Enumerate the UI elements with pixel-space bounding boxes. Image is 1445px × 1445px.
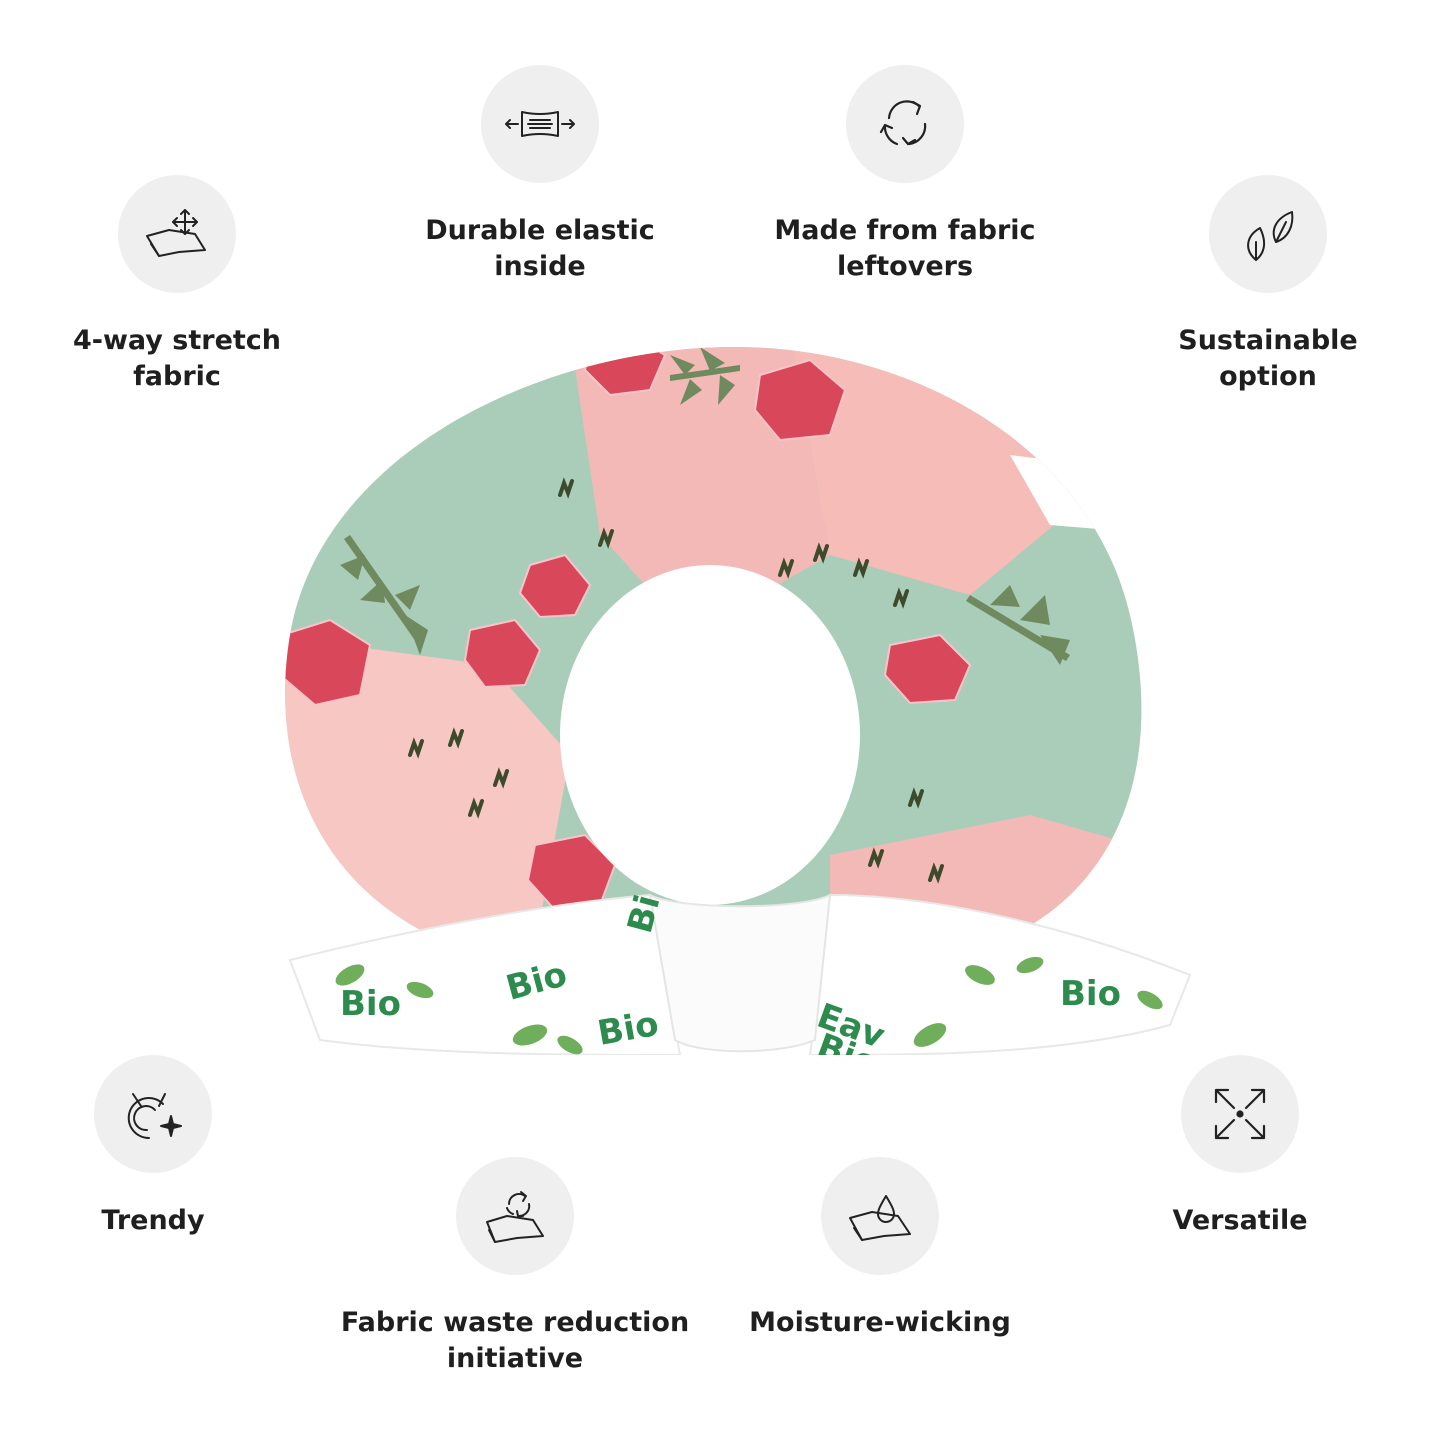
scrunchie-bow: Bio Bio Bio Eav Bio Bio Bi <box>288 891 1192 1055</box>
dash-motif <box>408 477 944 884</box>
scrunchie-center-hole <box>560 565 860 905</box>
feature-badge <box>1209 175 1327 293</box>
feature-label-line1: Fabric waste reduction <box>340 1307 690 1338</box>
feature-badge <box>118 175 236 293</box>
feature-durable-elastic: Durable elastic inside <box>360 65 720 285</box>
stretch-fabric-icon <box>146 209 206 257</box>
feature-fabric-waste-reduction: Fabric waste reduction initiative <box>335 1157 695 1377</box>
feature-label: Durable elastic inside <box>360 213 720 285</box>
feature-4-way-stretch: 4-way stretch fabric <box>0 175 357 395</box>
recycle-icon <box>879 100 927 146</box>
leaf-sprig-motif <box>340 347 1070 665</box>
feature-sustainable: Sustainable option <box>1088 175 1445 395</box>
feature-label-line1: Versatile <box>1172 1205 1308 1236</box>
leaves-icon <box>1247 211 1294 261</box>
elastic-icon <box>505 111 575 137</box>
feature-label-line2: leftovers <box>836 251 974 282</box>
feature-label-line2: fabric <box>133 361 221 392</box>
feature-versatile: Versatile <box>1060 1055 1420 1239</box>
scrunchie-product-image: Bio Bio Bio Eav Bio Bio Bi <box>285 347 1192 1055</box>
feature-label-line1: Durable elastic <box>425 215 655 246</box>
feature-label-line2: initiative <box>446 1343 584 1374</box>
feature-label: Moisture-wicking <box>700 1305 1060 1341</box>
fabric-recycle-icon <box>486 1191 544 1243</box>
feature-label: 4-way stretch fabric <box>0 323 357 395</box>
feature-fabric-leftovers: Made from fabric leftovers <box>725 65 1085 285</box>
feature-label-line1: Trendy <box>101 1205 205 1236</box>
feature-label: Trendy <box>0 1203 333 1239</box>
feature-trendy: Trendy <box>0 1055 333 1239</box>
feature-badge <box>481 65 599 183</box>
feature-badge <box>1181 1055 1299 1173</box>
feature-label: Fabric waste reduction initiative <box>335 1305 695 1377</box>
feature-label-line2: inside <box>494 251 586 282</box>
feature-badge <box>846 65 964 183</box>
print-text-2: Bio <box>1060 974 1121 1014</box>
feature-label-line1: Sustainable <box>1178 325 1358 356</box>
feature-badge <box>456 1157 574 1275</box>
feature-label-line2: option <box>1219 361 1317 392</box>
print-text-1: Bio <box>340 984 401 1024</box>
cat-sparkle-icon <box>127 1093 182 1140</box>
feature-label-line1: Moisture-wicking <box>749 1307 1011 1338</box>
feature-badge <box>821 1157 939 1275</box>
feature-label: Made from fabric leftovers <box>725 213 1085 285</box>
feature-moisture-wicking: Moisture-wicking <box>700 1157 1060 1341</box>
water-drop-fabric-icon <box>849 1195 911 1241</box>
feature-label-line1: 4-way stretch <box>72 325 282 356</box>
feature-badge <box>94 1055 212 1173</box>
feature-label: Versatile <box>1060 1203 1420 1239</box>
expand-arrows-icon <box>1214 1088 1266 1140</box>
feature-label: Sustainable option <box>1088 323 1445 395</box>
feature-label-line1: Made from fabric <box>774 215 1036 246</box>
